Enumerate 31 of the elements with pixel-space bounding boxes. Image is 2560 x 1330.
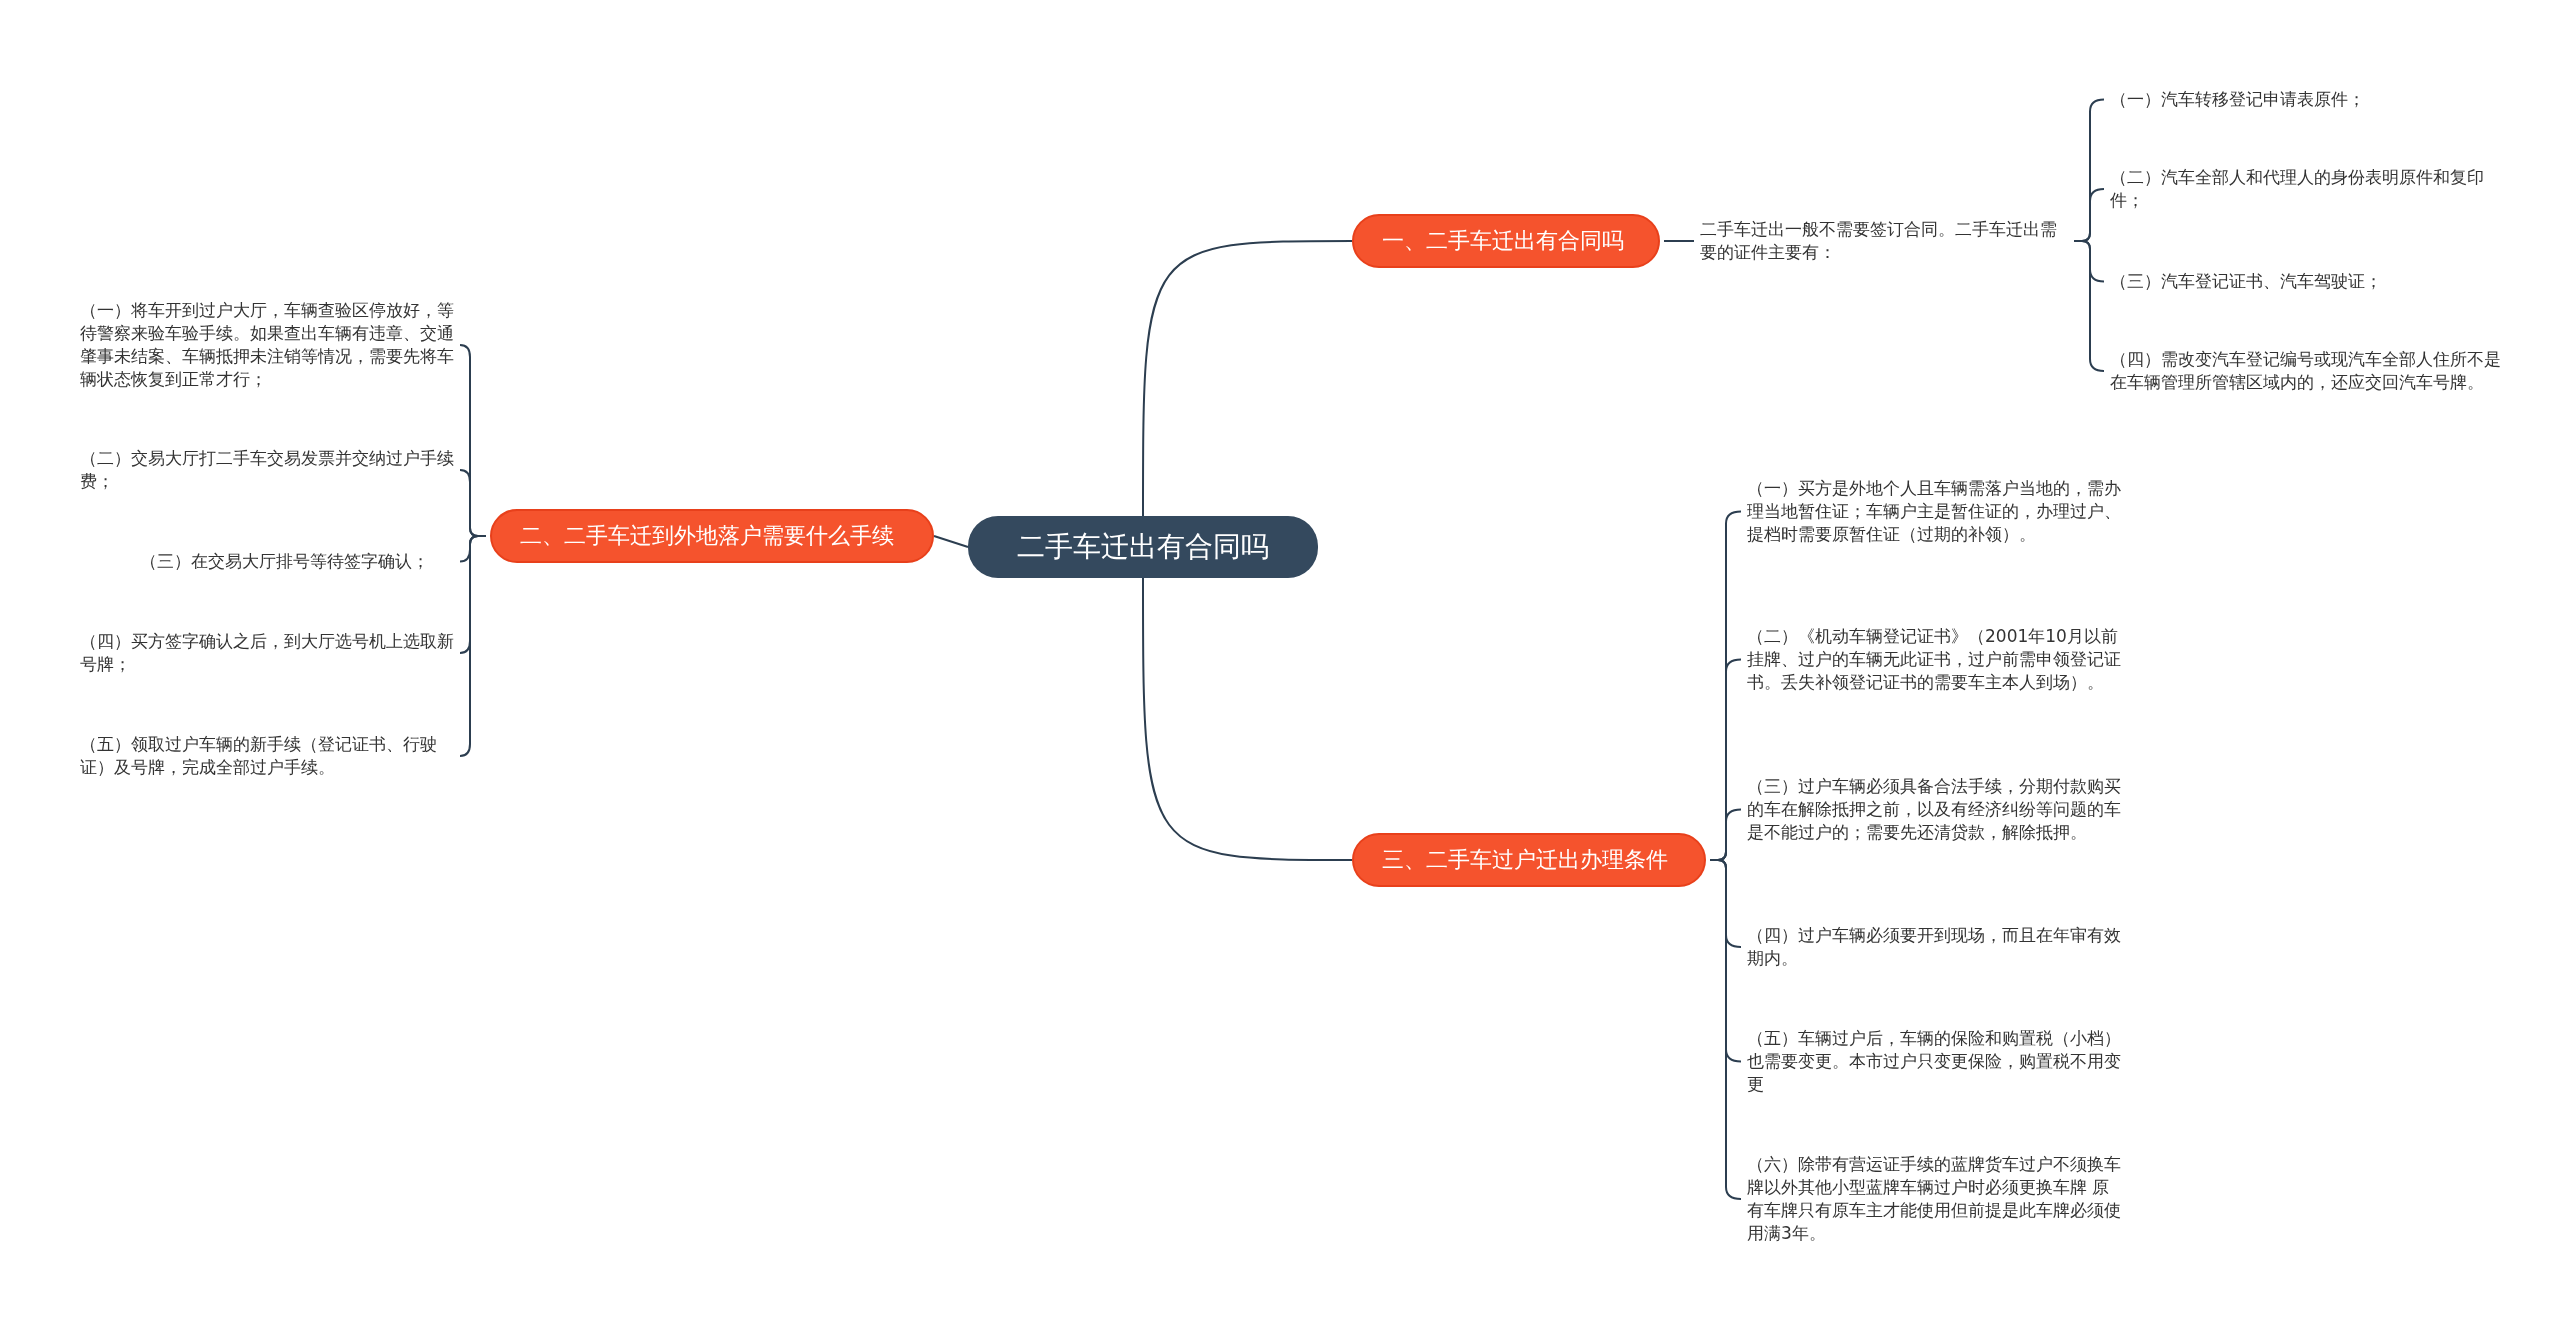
connector-line	[1142, 240, 1353, 517]
connector-line	[1663, 240, 1695, 242]
item-text: （五）车辆过户后，车辆的保险和购置税（小档）也需要变更。本市过户只变更保险，购置税不用变更	[1747, 1027, 2121, 1096]
item-text: （四）需改变汽车登记编号或现汽车全部人住所不是在车辆管理所管辖区域内的，还应交回汽车号牌。	[2110, 348, 2502, 394]
connector-line	[1709, 859, 1742, 1200]
item-text: （一）汽车转移登记申请表原件；	[2110, 88, 2365, 111]
topic-pill	[1352, 833, 1706, 887]
topic-pill	[1352, 214, 1660, 268]
item-text: （二）汽车全部人和代理人的身份表明原件和复印件；	[2110, 166, 2485, 212]
central-topic	[968, 516, 1318, 578]
item-text: 二手车迁出一般不需要签订合同。二手车迁出需要的证件主要有：	[1700, 218, 2058, 264]
item-text: （五）领取过户车辆的新手续（登记证书、行驶证）及号牌，完成全部过户手续。	[80, 733, 438, 779]
item-text: （二）交易大厅打二手车交易发票并交纳过户手续费；	[80, 447, 454, 493]
topic-label: 二、二手车迁到外地落户需要什么手续	[520, 522, 894, 550]
item-text: （四）过户车辆必须要开到现场，而且在年审有效期内。	[1747, 924, 2121, 970]
connector-line	[2073, 240, 2105, 372]
connector-line	[933, 535, 969, 548]
item-text: （三）在交易大厅排号等待签字确认；	[140, 550, 429, 573]
connector-line	[1142, 577, 1353, 861]
item-text: （一）将车开到过户大厅，车辆查验区停放好，等待警察来验车验手续。如果查出车辆有违章、交通肇事未结案、车辆抵押未注销等情况，需要先将车辆状态恢复到正常才行；	[80, 299, 454, 391]
connector-line	[459, 535, 487, 757]
topic-label: 二手车迁出有合同吗	[1017, 529, 1269, 565]
item-text: （一）买方是外地个人且车辆需落户当地的，需办理当地暂住证；车辆户主是暂住证的，办理过户、提档时需要原暂住证（过期的补领）。	[1747, 477, 2121, 546]
item-text: （三）汽车登记证书、汽车驾驶证；	[2110, 270, 2382, 293]
topic-pill	[490, 509, 934, 563]
item-text: （六）除带有营运证手续的蓝牌货车过户不须换车牌以外其他小型蓝牌车辆过户时必须更换车牌 原有车牌只有原车主才能使用但前提是此车牌必须使用满3年。	[1747, 1153, 2121, 1245]
topic-label: 三、二手车过户迁出办理条件	[1382, 846, 1668, 874]
item-text: （三）过户车辆必须具备合法手续，分期付款购买的车在解除抵押之前，以及有经济纠纷等问题的车是不能过户的；需要先还清贷款，解除抵押。	[1747, 775, 2121, 844]
item-text: （四）买方签字确认之后，到大厅选号机上选取新号牌；	[80, 630, 454, 676]
topic-label: 一、二手车迁出有合同吗	[1382, 227, 1624, 255]
item-text: （二）《机动车辆登记证书》（2001年10月以前挂牌、过户的车辆无此证书，过户前需申领登记证书。丢失补领登记证书的需要车主本人到场）。	[1747, 625, 2121, 694]
